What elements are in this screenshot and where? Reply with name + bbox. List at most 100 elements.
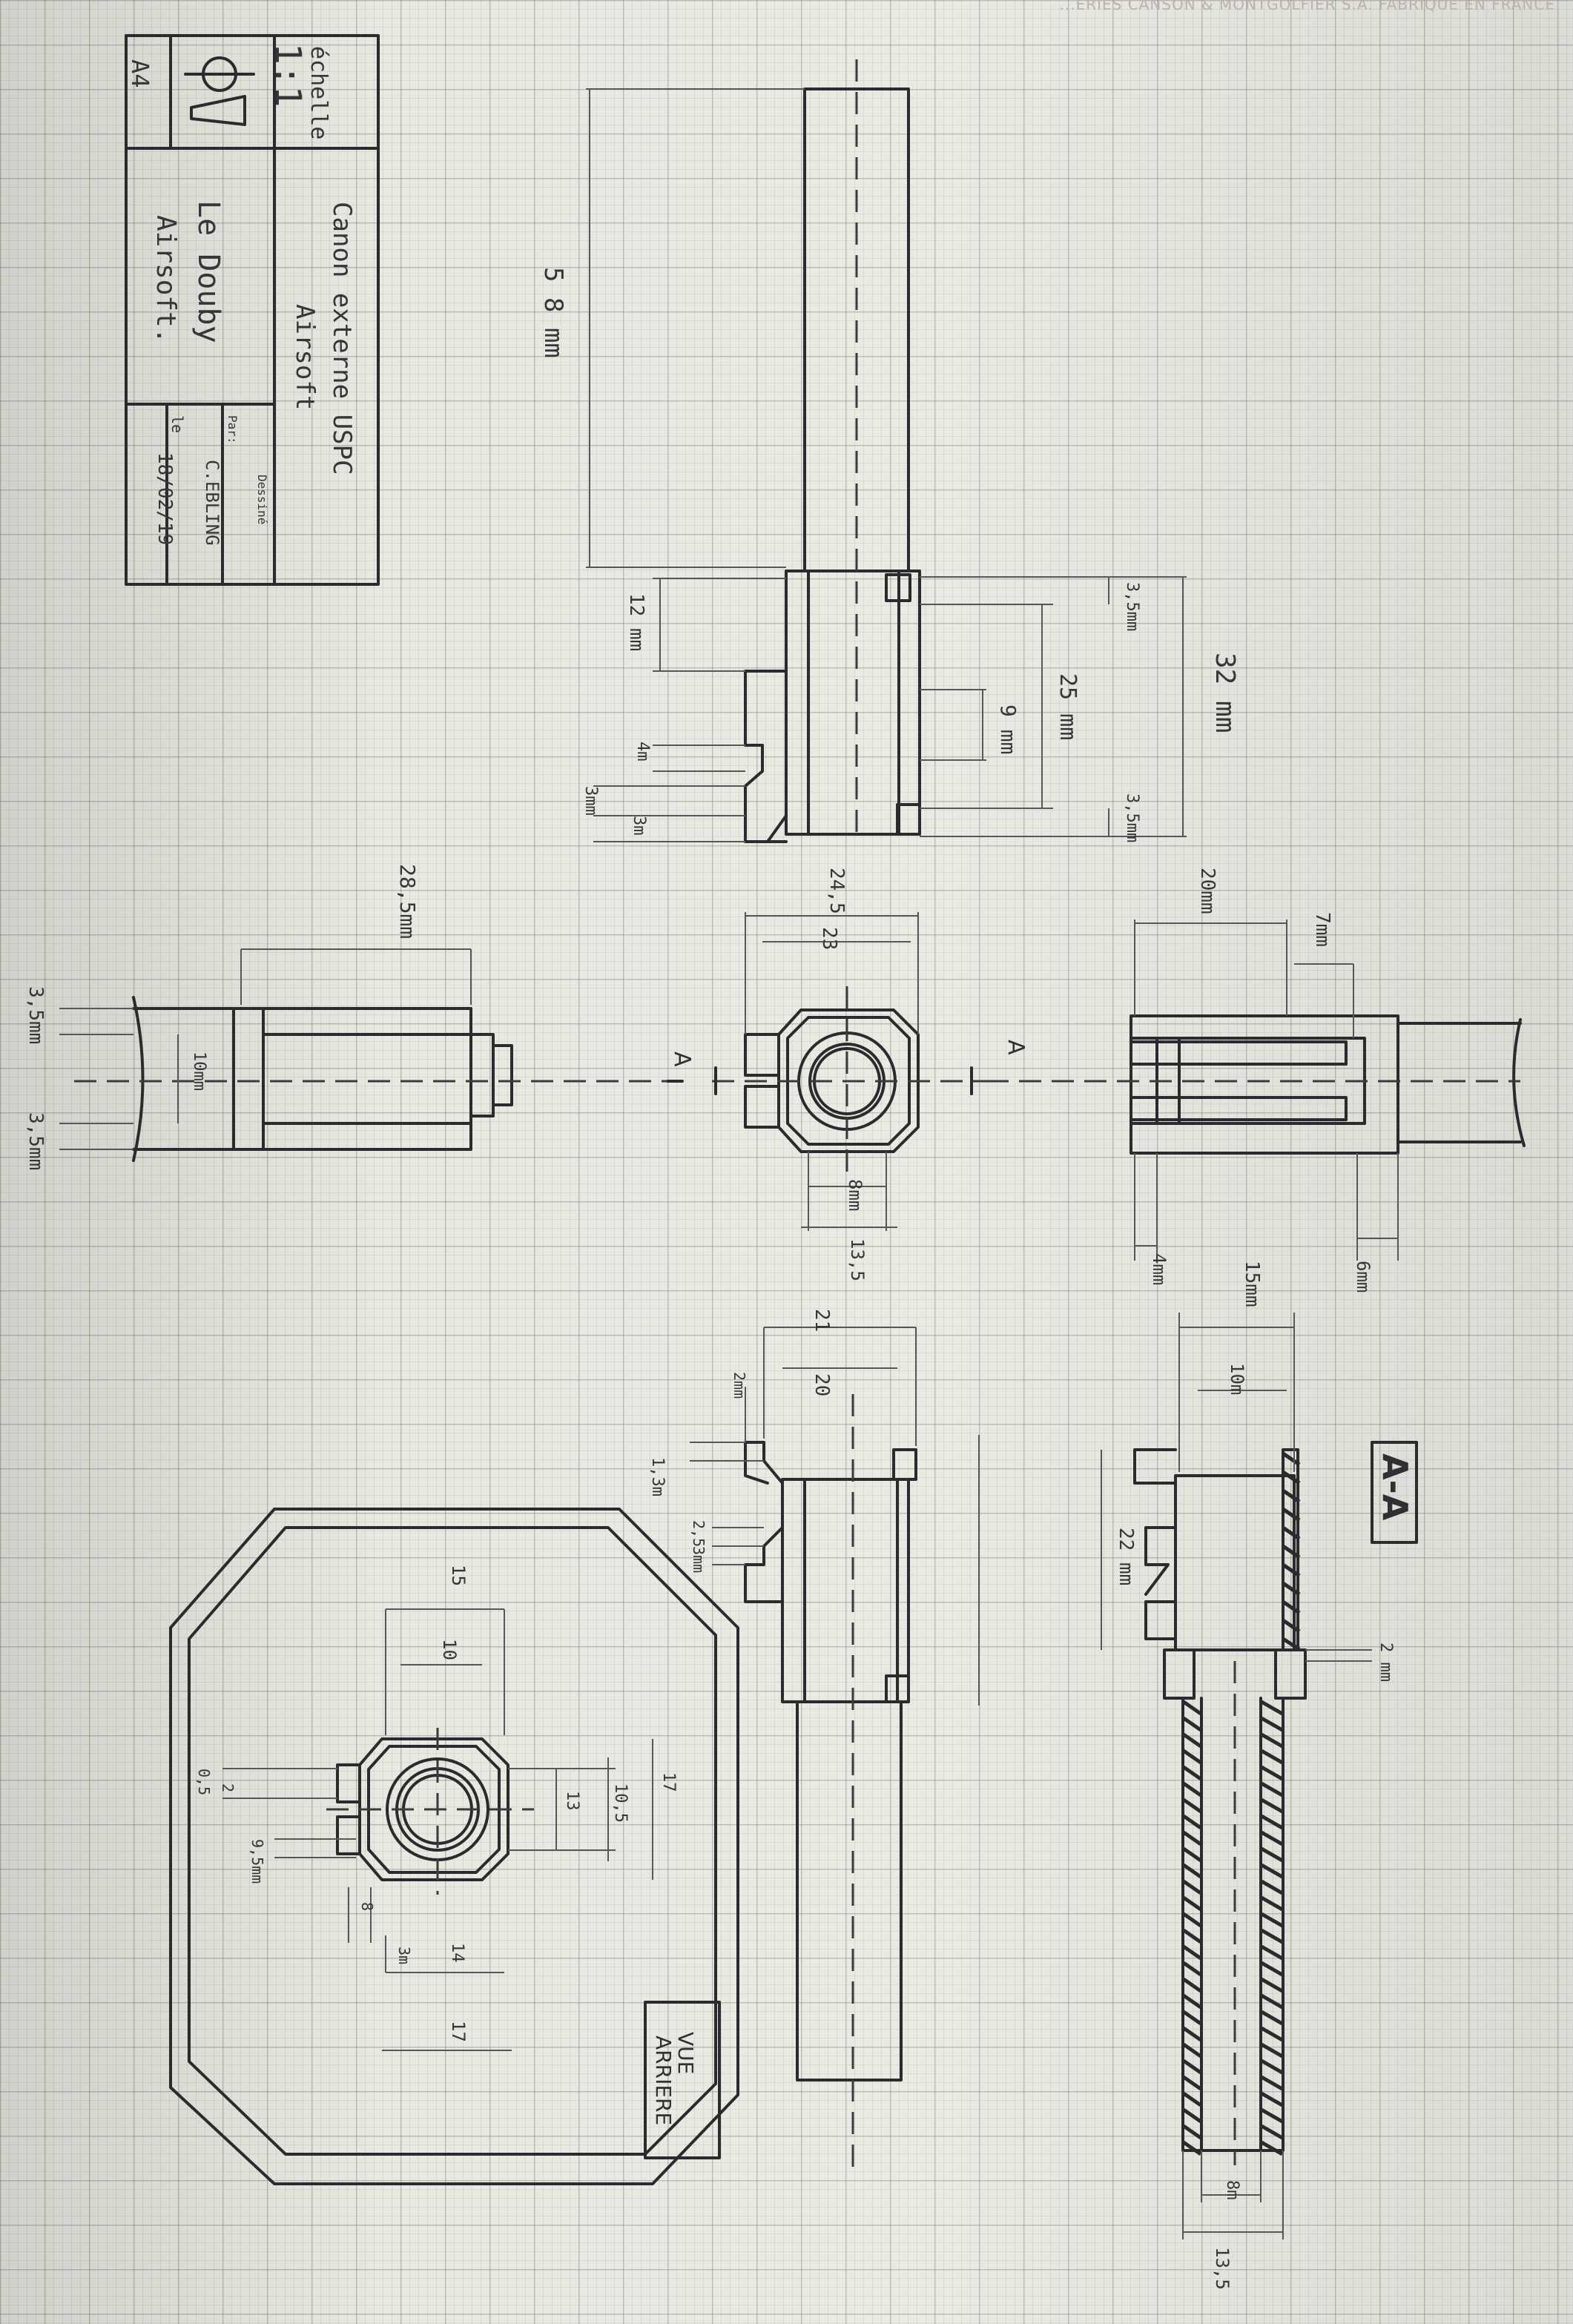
- dim-05-label: 0,5: [195, 1769, 213, 1795]
- dim-21-label: 21: [811, 1309, 833, 1332]
- hatch-line: [1260, 2059, 1284, 2075]
- dim-20b-label: 20: [811, 1373, 833, 1396]
- rear-view-label-line2: ARRIERE: [651, 2036, 676, 2125]
- dim-4b-label: 4mm: [1149, 1253, 1170, 1285]
- hatch-line: [1182, 1749, 1202, 1765]
- section-a-a-view: [1133, 1448, 1307, 2165]
- hatch-line: [1260, 1830, 1284, 1846]
- hatch-line: [1182, 2026, 1202, 2042]
- dim-35a-label: 3,5mm: [1123, 582, 1141, 631]
- hatch-line: [1182, 2010, 1202, 2026]
- dim-25b-label: 2,5: [690, 1520, 708, 1547]
- hatch-line: [1182, 1912, 1202, 1928]
- hatch-line: [1260, 1716, 1284, 1732]
- dim-8c-label: 8: [358, 1902, 376, 1911]
- dim-35b-label: 3,5mm: [1123, 793, 1141, 842]
- hatch-line: [1260, 1732, 1284, 1749]
- dim-8b-label: 8m: [1223, 2180, 1241, 2200]
- rear-view: VUE ARRIERE: [169, 1508, 739, 2185]
- hatch-line: [1182, 1846, 1202, 1863]
- cut-mark-right: A: [1003, 1040, 1029, 1055]
- dim-135a-label: 13,5: [847, 1238, 868, 1281]
- cut-line-marks: A A: [666, 1040, 1029, 1095]
- hatch-line: [1260, 1863, 1284, 1879]
- hatch-line: [1182, 1798, 1202, 1814]
- hatch-line: [1182, 2124, 1202, 2140]
- le-label: le: [168, 415, 186, 433]
- dessine-label: Dessiné: [255, 475, 269, 524]
- dim-2c-label: 2: [219, 1783, 237, 1792]
- hatch-line: [1260, 2042, 1284, 2059]
- right-fork-view-dimensions: 20mm 7mm 4mm 6mm: [1134, 868, 1399, 1293]
- hatch-line: [1260, 1798, 1284, 1814]
- dim-8a-label: 8mm: [845, 1179, 865, 1211]
- section-label: A-A: [1375, 1453, 1415, 1521]
- hatch-line: [1182, 1895, 1202, 1912]
- title-block: échelle 1:1 A4 Canon externe USPC Airsof…: [125, 34, 380, 586]
- dimension-58: 5 8 mm: [538, 88, 805, 568]
- paper-maker-imprint: ...ERIES CANSON & MONTGOLFIER S.A. FABRI…: [1059, 0, 1555, 13]
- hatch-line: [1182, 1928, 1202, 1944]
- hatch-line: [1260, 2010, 1284, 2026]
- hatch-line: [1182, 1944, 1202, 1961]
- hatch-line: [1182, 1732, 1202, 1749]
- hatch-line: [1260, 2026, 1284, 2042]
- dim-15-label: 15mm: [1241, 1261, 1263, 1307]
- hatch-line: [1260, 1749, 1284, 1765]
- hatch-line: [1260, 1993, 1284, 2010]
- dim-3d-label: 3m: [395, 1947, 413, 1964]
- hatch-line: [1260, 1846, 1284, 1863]
- hatch-line: [1260, 1765, 1284, 1781]
- title-line-2: Airsoft: [290, 304, 320, 410]
- dim-3a-label: 3mm: [581, 786, 600, 816]
- hatch-line: [1260, 1895, 1284, 1912]
- author-line-2: Airsoft.: [151, 215, 181, 343]
- projection-symbol-icon: [184, 56, 255, 126]
- hatch-line: [1260, 1944, 1284, 1961]
- dim-35d-label: 3,5mm: [24, 1112, 47, 1170]
- section-hatching-right: [1260, 1700, 1284, 2156]
- dim-4-label: 4m: [633, 742, 652, 762]
- hatch-line: [1182, 1977, 1202, 1993]
- left-small-view: [74, 996, 667, 1162]
- dim-3c-label: 3mm: [690, 1546, 708, 1573]
- section-label-frame: [1371, 1441, 1418, 1544]
- cut-mark-left: A: [669, 1052, 695, 1067]
- dim-32-label: 32 mm: [1210, 653, 1240, 733]
- hatch-line: [1182, 2107, 1202, 2124]
- hatch-line: [1182, 1993, 1202, 2010]
- dim-12-label: 12 mm: [625, 593, 647, 651]
- rear-view-dimensions: 15 10 13 10,5 17 0,5 2 9,5mm 8 3m 14 17: [195, 1565, 678, 2051]
- date-value: 18/02/19: [154, 452, 176, 545]
- bottom-side-view: [744, 1394, 917, 2173]
- hatch-line: [1182, 2075, 1202, 2091]
- hatch-line: [1182, 1716, 1202, 1732]
- hatch-line: [1182, 1814, 1202, 1830]
- dim-6-label: 6mm: [1353, 1261, 1374, 1293]
- hatch-line: [1260, 2124, 1284, 2140]
- hatch-line: [1182, 1781, 1202, 1798]
- dim-135b-label: 13,5: [1212, 2247, 1233, 2290]
- dim-58-label: 5 8 mm: [538, 267, 568, 358]
- format-value: A4: [126, 59, 154, 88]
- dim-3b-label: 3m: [630, 816, 648, 836]
- hatch-line: [1260, 1814, 1284, 1830]
- par-label: Par:: [225, 415, 240, 444]
- hatch-line: [1182, 1863, 1202, 1879]
- bottom-side-view-dimensions: 21 20 2mm 1,3m 2,5 3mm: [648, 1309, 917, 1573]
- dim-13-label: 1,3m: [648, 1457, 667, 1496]
- hatch-line: [1260, 1928, 1284, 1944]
- dim-9-label: 9 mm: [996, 704, 1020, 754]
- block-dimensions-right: 32 mm 25 mm 9 mm 3,5mm 3,5mm: [920, 576, 1240, 842]
- dim-35c-label: 3,5mm: [24, 986, 47, 1044]
- dim-17b-label: 17: [448, 2021, 469, 2042]
- hatch-line: [1260, 1977, 1284, 1993]
- right-fork-view: [986, 1014, 1526, 1155]
- rear-view-label-line1: VUE: [673, 2032, 698, 2074]
- hatch-line: [1260, 2091, 1284, 2107]
- dim-10a-label: 10mm: [190, 1052, 208, 1091]
- dim-2b-label: 2mm: [731, 1372, 748, 1399]
- dim-2-label: 2 mm: [1376, 1643, 1395, 1682]
